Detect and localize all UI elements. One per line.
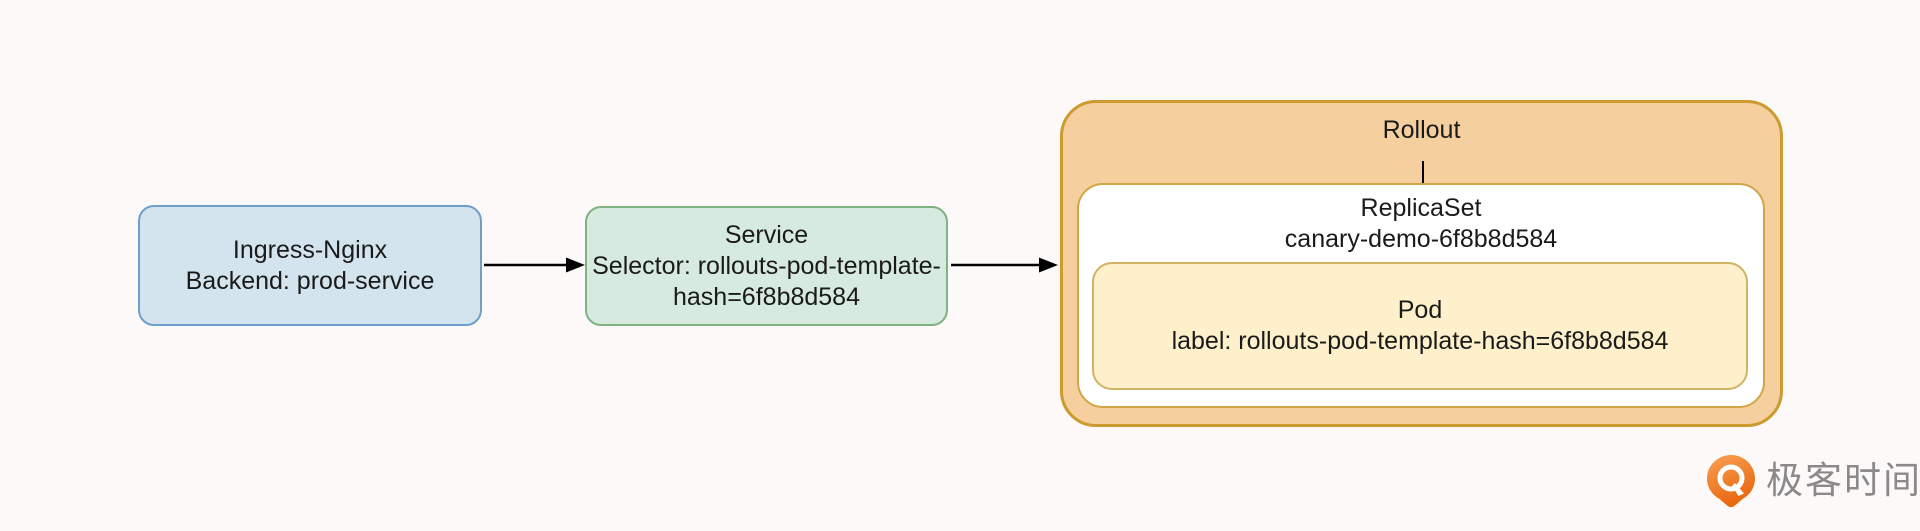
service-selector-line1: Selector: rollouts-pod-template- — [592, 251, 941, 280]
geektime-logo-text: 极客时间 — [1766, 460, 1920, 501]
ingress-nginx-backend-label: Backend: prod-service — [185, 266, 435, 295]
logo-pin-shape — [1707, 455, 1755, 508]
ingress-nginx-title: Ingress-Nginx — [232, 235, 388, 264]
rollout-title: Rollout — [1382, 116, 1461, 144]
geektime-logo: 极客时间 — [1706, 453, 1920, 509]
arrow-head — [566, 257, 585, 273]
service-selector-line2: hash=6f8b8d584 — [673, 282, 860, 311]
logo-ring — [1717, 464, 1745, 492]
arrow-service-to-rollout — [951, 257, 1058, 273]
rollout-connector-line — [1421, 161, 1424, 183]
pod-title: Pod — [1397, 296, 1443, 324]
replicaset-title: ReplicaSet — [1360, 194, 1482, 222]
arrow-head — [1039, 257, 1058, 273]
logo-tail — [1732, 483, 1744, 496]
replicaset-name: canary-demo-6f8b8d584 — [1284, 225, 1558, 253]
ingress-nginx-node: Ingress-Nginx Backend: prod-service — [138, 205, 482, 326]
arrow-ingress-to-service — [484, 257, 585, 273]
pod-node: Pod label: rollouts-pod-template-hash=6f… — [1092, 262, 1748, 390]
replicaset-labels: ReplicaSet canary-demo-6f8b8d584 — [1285, 193, 1557, 255]
service-node: Service Selector: rollouts-pod-template-… — [585, 206, 948, 326]
pod-label: label: rollouts-pod-template-hash=6f8b8d… — [1171, 327, 1669, 355]
service-title: Service — [724, 220, 809, 249]
geektime-logo-icon — [1707, 455, 1755, 508]
